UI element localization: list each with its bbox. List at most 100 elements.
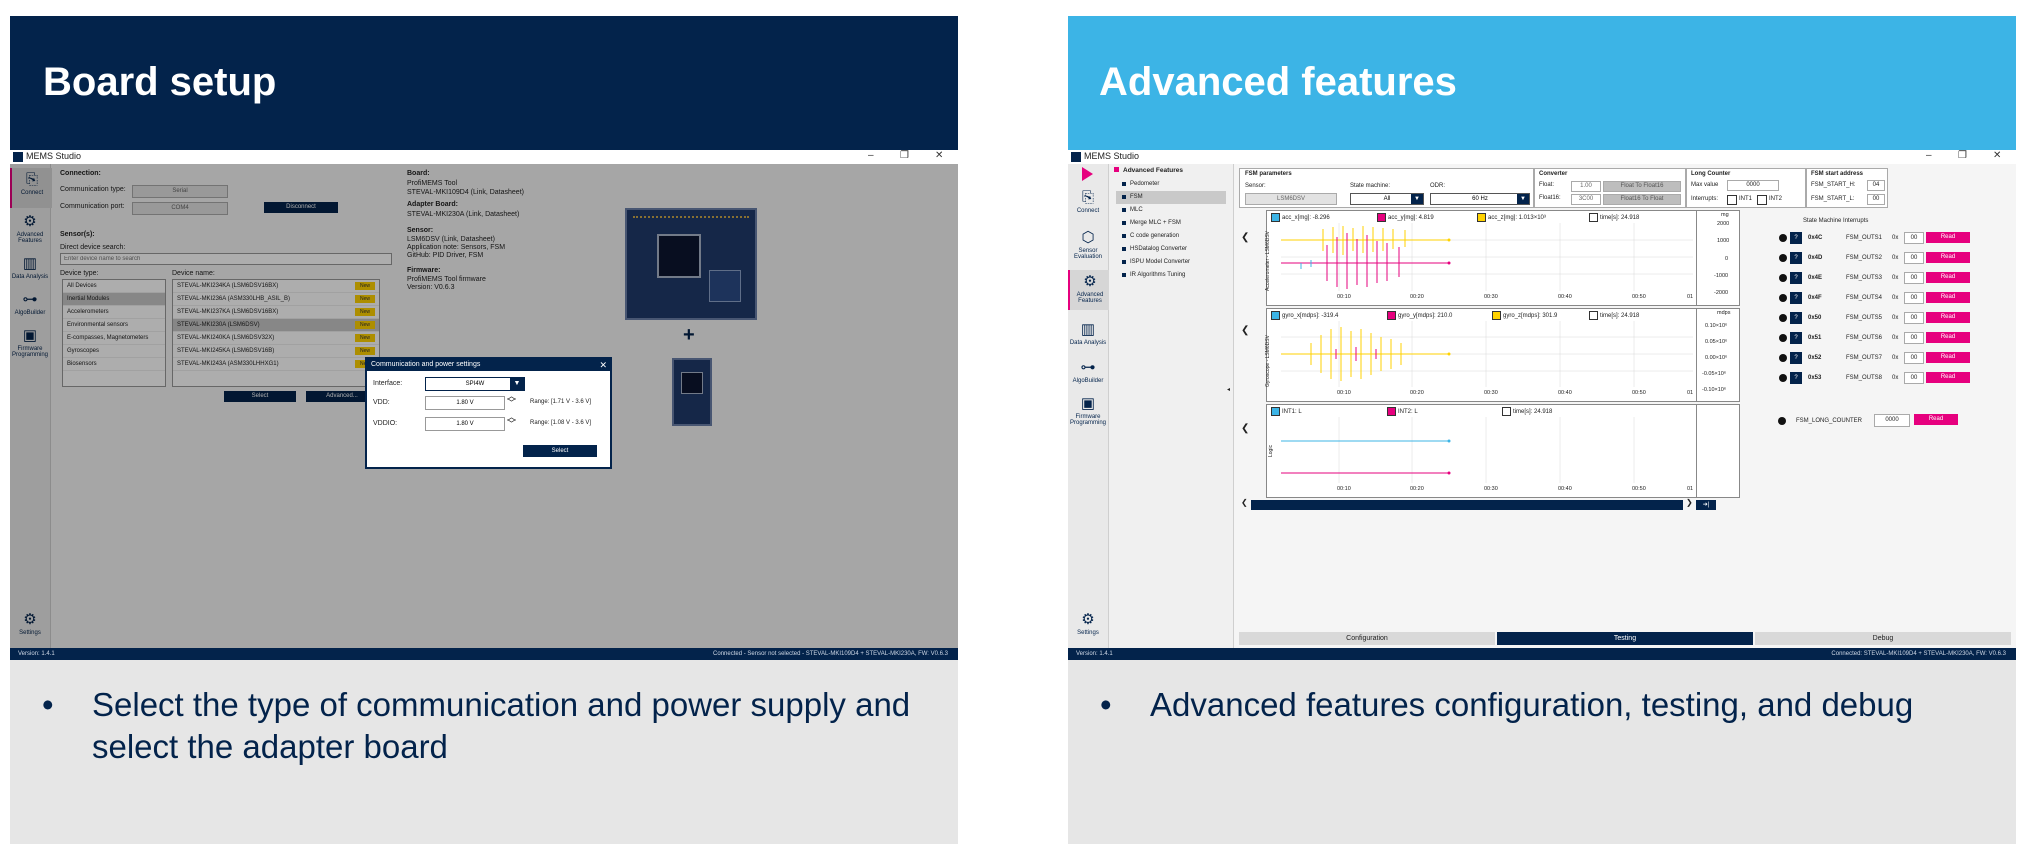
read-button[interactable]: Read: [1926, 312, 1970, 323]
help-icon[interactable]: ?: [1790, 332, 1802, 344]
disconnect-button[interactable]: Disconnect: [264, 202, 338, 213]
list-item[interactable]: Accelerometers: [63, 306, 165, 319]
select-button[interactable]: Select: [224, 391, 296, 402]
help-icon[interactable]: ?: [1790, 272, 1802, 284]
help-icon[interactable]: ?: [1790, 352, 1802, 364]
sidebar-item-settings[interactable]: ⚙Settings: [19, 611, 41, 637]
minimize-icon[interactable]: –: [868, 150, 874, 161]
jump-to-end-icon[interactable]: ➜|: [1696, 500, 1716, 510]
comm-type-select[interactable]: Serial: [132, 185, 228, 198]
max-value-input[interactable]: 0000: [1727, 180, 1779, 191]
sm-register-value[interactable]: 00: [1904, 312, 1924, 324]
sidebar-item-data-analysis[interactable]: ▥Data Analysis: [1069, 321, 1107, 347]
chevron-left-icon[interactable]: ❮: [1241, 232, 1250, 243]
menu-item-fsm[interactable]: FSM: [1116, 191, 1226, 204]
tab-configuration[interactable]: Configuration: [1239, 632, 1495, 645]
read-button[interactable]: Read: [1926, 272, 1970, 283]
scroll-right-icon[interactable]: ❯: [1686, 498, 1693, 507]
play-icon[interactable]: [1082, 167, 1093, 181]
menu-item-mlc[interactable]: MLC: [1116, 204, 1226, 217]
timeline-scrollbar[interactable]: [1251, 500, 1683, 510]
sensor-select[interactable]: LSM6DSV: [1245, 193, 1337, 205]
sidebar-item-firmware-programming[interactable]: ▣Firmware Programming: [1069, 395, 1106, 427]
read-button[interactable]: Read: [1926, 252, 1970, 263]
state-machine-select[interactable]: All▼: [1350, 193, 1424, 205]
interface-select[interactable]: SPI4W ▼: [425, 377, 525, 391]
float-input[interactable]: 1.00: [1571, 181, 1601, 192]
menu-item-pedometer[interactable]: Pedometer: [1116, 178, 1226, 191]
restore-icon[interactable]: ❐: [1958, 150, 1967, 161]
sidebar-item-firmware-programming[interactable]: ▣Firmware Programming: [11, 327, 48, 359]
sidebar-item-algobuilder[interactable]: ⊶AlgoBuilder: [1072, 359, 1104, 385]
long-counter-read-button[interactable]: Read: [1914, 414, 1958, 425]
sm-register-value[interactable]: 00: [1904, 352, 1924, 364]
vddio-stepper-icon[interactable]: ︿﹀: [507, 412, 517, 429]
list-item[interactable]: Biosensors: [63, 358, 165, 371]
list-item[interactable]: Inertial Modules: [63, 293, 165, 306]
fsm-start-l-input[interactable]: 00: [1867, 194, 1885, 205]
float16-input[interactable]: 3C00: [1571, 194, 1601, 205]
help-icon[interactable]: ?: [1790, 292, 1802, 304]
close-icon[interactable]: ✕: [935, 150, 944, 161]
chevron-left-icon[interactable]: ❮: [1241, 423, 1250, 434]
sm-register-value[interactable]: 00: [1904, 252, 1924, 264]
list-item[interactable]: Environmental sensors: [63, 319, 165, 332]
menu-item-ispu[interactable]: ISPU Model Converter: [1116, 256, 1226, 269]
vdd-stepper-icon[interactable]: ︿﹀: [507, 391, 517, 408]
dialog-select-button[interactable]: Select: [523, 445, 597, 457]
list-item[interactable]: STEVAL-MKI237KA (LSM6DSV16BX)New: [173, 306, 379, 319]
sm-register-value[interactable]: 00: [1904, 232, 1924, 244]
sm-register-value[interactable]: 00: [1904, 272, 1924, 284]
sidebar-item-advanced-features[interactable]: ⚙Advanced Features: [1068, 270, 1110, 310]
float-to-float16-button[interactable]: Float To Float16: [1603, 181, 1681, 192]
list-item[interactable]: E-compasses, Magnetometers: [63, 332, 165, 345]
collapse-icon[interactable]: ◂: [1227, 387, 1231, 393]
vddio-input[interactable]: 1.80 V: [425, 417, 505, 431]
read-button[interactable]: Read: [1926, 352, 1970, 363]
help-icon[interactable]: ?: [1790, 312, 1802, 324]
list-item[interactable]: Gyroscopes: [63, 345, 165, 358]
fsm-start-h-input[interactable]: 04: [1867, 180, 1885, 191]
minimize-icon[interactable]: –: [1926, 150, 1932, 161]
int1-checkbox[interactable]: [1727, 195, 1737, 205]
odr-select[interactable]: 60 Hz▼: [1430, 193, 1530, 205]
sidebar-item-connect[interactable]: ⎘Connect: [10, 168, 52, 208]
list-item[interactable]: STEVAL-MKI234KA (LSM6DSV16BX)New: [173, 280, 379, 293]
list-item[interactable]: STEVAL-MKI230A (LSM6DSV)New: [173, 319, 379, 332]
sidebar-item-data-analysis[interactable]: ▥Data Analysis: [11, 255, 49, 281]
menu-item-c-code[interactable]: C code generation: [1116, 230, 1226, 243]
sidebar-item-connect[interactable]: ⎘Connect: [1076, 189, 1100, 215]
long-counter-value[interactable]: 0000: [1874, 414, 1910, 427]
tab-testing[interactable]: Testing: [1497, 632, 1753, 645]
restore-icon[interactable]: ❐: [900, 150, 909, 161]
float16-to-float-button[interactable]: Float16 To Float: [1603, 194, 1681, 205]
list-item[interactable]: STEVAL-MKI236A (ASM330LHB_ASIL_B)New: [173, 293, 379, 306]
advanced-button[interactable]: Advanced...: [306, 391, 378, 402]
scroll-left-icon[interactable]: ❮: [1241, 498, 1248, 507]
read-button[interactable]: Read: [1926, 232, 1970, 243]
int2-checkbox[interactable]: [1757, 195, 1767, 205]
sm-register-value[interactable]: 00: [1904, 292, 1924, 304]
sidebar-item-advanced-features[interactable]: ⚙Advanced Features: [16, 213, 44, 245]
menu-item-hsdatalog[interactable]: HSDatalog Converter: [1116, 243, 1226, 256]
list-item[interactable]: STEVAL-MKI245KA (LSM6DSV16B)New: [173, 345, 379, 358]
read-button[interactable]: Read: [1926, 292, 1970, 303]
sm-register-value[interactable]: 00: [1904, 332, 1924, 344]
sm-register-value[interactable]: 00: [1904, 372, 1924, 384]
sidebar-item-algobuilder[interactable]: ⊶AlgoBuilder: [14, 291, 46, 317]
help-icon[interactable]: ?: [1790, 232, 1802, 244]
close-icon[interactable]: ✕: [1993, 150, 2002, 161]
read-button[interactable]: Read: [1926, 372, 1970, 383]
chevron-left-icon[interactable]: ❮: [1241, 325, 1250, 336]
sidebar-item-sensor-evaluation[interactable]: ⬡Sensor Evaluation: [1073, 229, 1103, 261]
list-item[interactable]: All Devices: [63, 280, 165, 293]
device-search-input[interactable]: [60, 253, 392, 265]
tab-debug[interactable]: Debug: [1755, 632, 2011, 645]
help-icon[interactable]: ?: [1790, 372, 1802, 384]
help-icon[interactable]: ?: [1790, 252, 1802, 264]
menu-item-ir-tuning[interactable]: IR Algorithms Tuning: [1116, 269, 1226, 282]
vdd-input[interactable]: 1.80 V: [425, 396, 505, 410]
dialog-close-icon[interactable]: ✕: [599, 360, 607, 370]
sidebar-item-settings[interactable]: ⚙Settings: [1077, 611, 1099, 637]
read-button[interactable]: Read: [1926, 332, 1970, 343]
